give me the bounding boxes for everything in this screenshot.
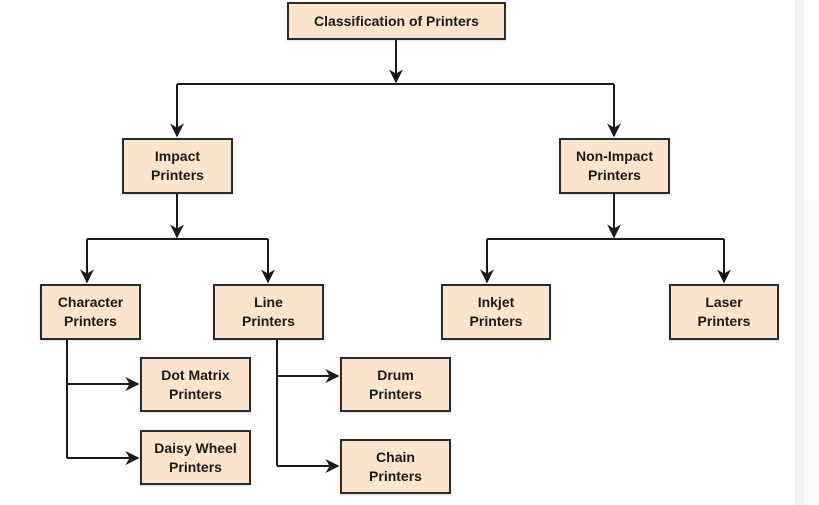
node-classification-of-printers: Classification of Printers [287,2,506,40]
node-laser-printers: Laser Printers [669,284,779,340]
node-chain-printers: Chain Printers [340,439,451,494]
node-inkjet-printers: Inkjet Printers [441,284,551,340]
node-drum-printers: Drum Printers [340,357,451,412]
node-non-impact-printers: Non-Impact Printers [559,138,670,194]
page-edge [804,200,819,505]
node-dot-matrix-printers: Dot Matrix Printers [140,357,251,412]
node-character-printers: Character Printers [40,284,141,340]
node-daisy-wheel-printers: Daisy Wheel Printers [140,430,251,485]
node-line-printers: Line Printers [213,284,324,340]
scrollbar-track [795,0,804,505]
node-impact-printers: Impact Printers [122,138,233,194]
